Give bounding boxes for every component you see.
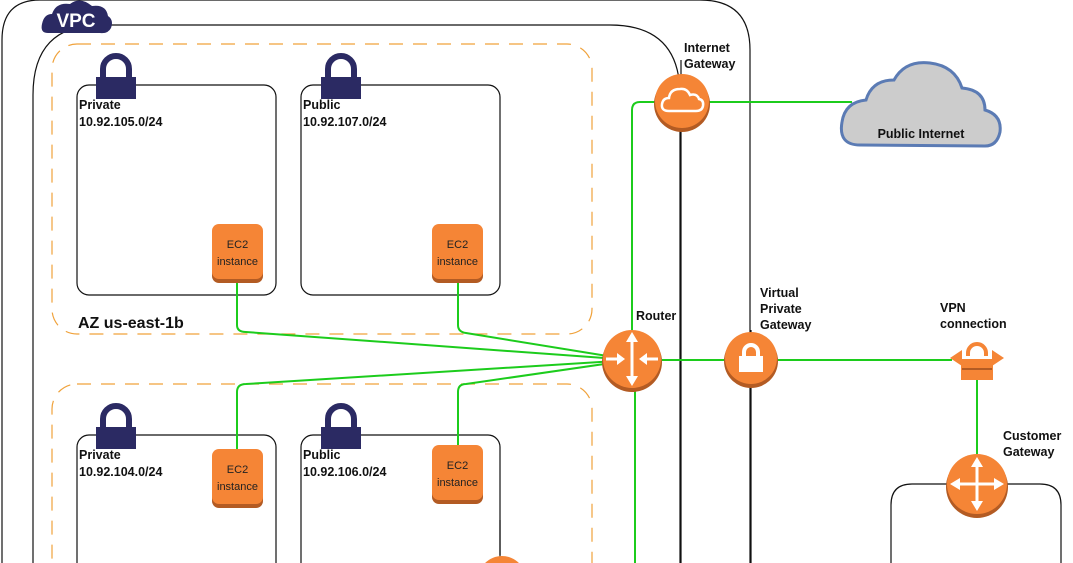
vpn-connection[interactable] [950, 342, 1004, 380]
lock-icon [321, 56, 361, 99]
vpg-label: Gateway [760, 318, 811, 332]
lock-icon [96, 406, 136, 449]
network-links [236, 101, 978, 563]
svg-text:instance: instance [217, 481, 258, 493]
router[interactable] [602, 330, 662, 392]
vpc-label: VPC [56, 11, 95, 32]
subnet-cidr-label: 10.92.107.0/24 [303, 115, 386, 129]
link-router-igw [631, 101, 658, 330]
availability-zone-1 [51, 43, 593, 335]
vpc-badge: VPC [41, 0, 112, 34]
subnet-cidr-label: 10.92.105.0/24 [79, 115, 162, 129]
public-internet-cloud[interactable]: Public Internet [839, 61, 1002, 148]
partial-gateway-node[interactable] [478, 556, 526, 563]
subnet-type-label: Private [79, 448, 121, 462]
internet-gateway[interactable] [654, 60, 710, 132]
ec2-instance[interactable]: EC2 instance [212, 449, 263, 508]
ec2-instance[interactable]: EC2 instance [212, 224, 263, 283]
lock-icon [739, 343, 763, 372]
link-ec2-3-router [236, 359, 633, 452]
svg-text:instance: instance [217, 256, 258, 268]
ec2-instance[interactable]: EC2 instance [432, 224, 483, 283]
subnet-cidr-label: 10.92.106.0/24 [303, 465, 386, 479]
lock-icon [96, 56, 136, 99]
svg-text:EC2: EC2 [447, 239, 468, 251]
svg-text:EC2: EC2 [227, 464, 248, 476]
lock-icon [321, 406, 361, 449]
subnet-cidr-label: 10.92.104.0/24 [79, 465, 162, 479]
customer-gateway-label: Customer [1003, 429, 1061, 443]
customer-gateway[interactable] [946, 454, 1008, 518]
router-arrows-icon [950, 457, 1004, 511]
az-label: AZ us-east-1b [78, 315, 184, 332]
ec2-instance[interactable]: EC2 instance [432, 445, 483, 504]
customer-gateway-label: Gateway [1003, 445, 1054, 459]
svg-text:instance: instance [437, 256, 478, 268]
internet-gateway-label: Gateway [684, 57, 735, 71]
vpg-label: Private [760, 302, 802, 316]
svg-text:EC2: EC2 [447, 460, 468, 472]
subnet-type-label: Private [79, 98, 121, 112]
vpn-label: VPN [940, 301, 966, 315]
public-internet-label: Public Internet [878, 127, 966, 141]
virtual-private-gateway[interactable] [724, 332, 778, 388]
vpn-label: connection [940, 317, 1007, 331]
vpc-boundary [32, 24, 681, 563]
region-boundary [1, 0, 751, 563]
internet-gateway-label: Internet [684, 41, 731, 55]
vpc-cloud-icon [41, 0, 112, 34]
svg-text:instance: instance [437, 477, 478, 489]
vpg-label: Virtual [760, 286, 799, 300]
link-ec2-2-router [457, 283, 633, 361]
router-arrows-icon [606, 332, 658, 386]
subnet-type-label: Public [303, 98, 341, 112]
router-label: Router [636, 309, 676, 323]
availability-zone-2 [51, 383, 593, 563]
subnet-type-label: Public [303, 448, 341, 462]
svg-text:EC2: EC2 [227, 239, 248, 251]
cloud-icon [660, 87, 705, 113]
link-ec2-1-router [236, 283, 633, 361]
link-ec2-4-router [457, 359, 633, 448]
